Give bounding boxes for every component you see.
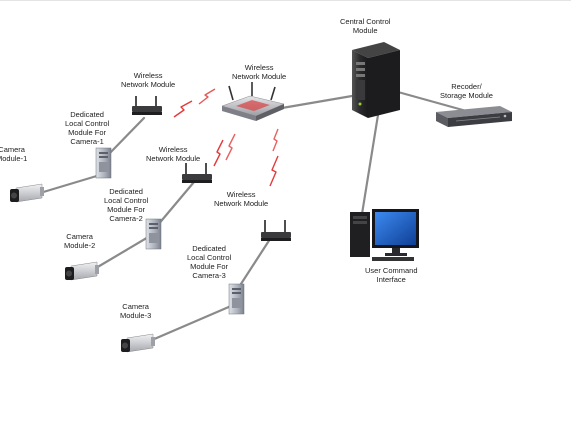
top-border-line: [0, 0, 571, 1]
local-control-tower-2-icon: [145, 218, 162, 250]
wired-links: [38, 90, 472, 342]
link-dlcm2-camera2: [94, 234, 152, 270]
link-central-recorder: [396, 90, 472, 114]
signal-wnm3-center: [269, 155, 279, 187]
recorder-storage-icon: [436, 106, 512, 127]
link-wnm2-dlcm2: [155, 180, 196, 228]
link-dlcm1-camera1: [38, 173, 102, 195]
link-central-user-interface: [360, 113, 380, 216]
camera-1-icon: [10, 183, 44, 203]
signal-wnm2-center-b: [225, 133, 236, 161]
link-wnm1-dlcm1: [106, 116, 146, 157]
label-recorder-storage-module: Recoder/Storage Module: [440, 82, 493, 100]
camera-2-icon: [65, 261, 99, 281]
link-router-central: [280, 94, 354, 110]
local-control-tower-1-icon: [95, 147, 112, 179]
central-control-server-icon: [352, 42, 400, 118]
signal-wnm1-center: [173, 100, 193, 118]
link-dlcm3-camera3: [150, 304, 233, 342]
wireless-router-1-icon: [132, 96, 162, 115]
wireless-router-center-icon: [221, 82, 285, 121]
local-control-tower-3-icon: [228, 283, 245, 315]
camera-3-icon: [121, 333, 155, 353]
user-command-interface-icon: [350, 209, 419, 261]
wireless-router-3-icon: [261, 220, 291, 241]
signal-wnm1-center-b: [198, 88, 216, 105]
signal-wnm2-center: [213, 139, 224, 167]
wireless-signals: [173, 88, 279, 187]
link-wnm3-dlcm3: [237, 234, 274, 289]
signal-wnm3-center-b: [272, 128, 279, 152]
wireless-router-2-icon: [182, 163, 212, 183]
